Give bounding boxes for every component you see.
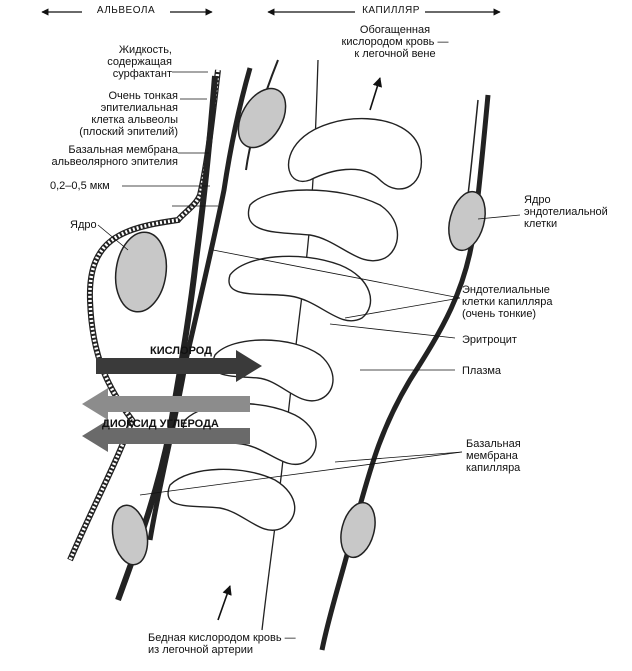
erythrocyte-3 bbox=[228, 255, 372, 322]
label-basal-membrane-alveolar: Базальная мембрана альвеолярного эпители… bbox=[51, 144, 178, 168]
erythrocyte-2 bbox=[247, 189, 399, 262]
endothelial-nucleus-bottom-right bbox=[340, 501, 376, 559]
endothelial-nucleus-top bbox=[237, 87, 287, 149]
label-endothelial-cells: Эндотелиальные клетки капилляра (очень т… bbox=[462, 284, 553, 320]
co2-arrow-2 bbox=[82, 420, 250, 452]
label-oxygen: КИСЛОРОД bbox=[150, 345, 213, 357]
label-epithelial-cell: Очень тонкая эпителиальная клетка альвео… bbox=[79, 90, 178, 138]
label-endothelial-nucleus: Ядро эндотелиальной клетки bbox=[524, 194, 608, 230]
endothelial-nucleus-right bbox=[448, 190, 486, 252]
endothelial-nucleus-bottom-left bbox=[111, 504, 149, 566]
label-plasma: Плазма bbox=[462, 365, 502, 377]
header-alveola: АЛЬВЕОЛА bbox=[96, 5, 156, 16]
nuclei bbox=[111, 87, 486, 566]
label-oxygen-poor-blood: Бедная кислородом кровь — из легочной ар… bbox=[148, 632, 296, 656]
label-carbon-dioxide: ДИОКСИД УГЛЕРОДА bbox=[102, 418, 219, 430]
oxygen-arrow bbox=[96, 350, 262, 382]
erythrocyte-6 bbox=[167, 468, 296, 531]
alveolar-nucleus bbox=[114, 231, 168, 313]
header-capillary: КАПИЛЛЯР bbox=[362, 5, 420, 16]
label-thickness: 0,2–0,5 мкм bbox=[50, 180, 110, 192]
leader-lines bbox=[97, 71, 521, 496]
co2-arrow-1 bbox=[82, 388, 250, 420]
label-oxygen-rich-blood: Обогащенная кислородом кровь — к легочно… bbox=[341, 24, 449, 60]
label-fluid-surfactant: Жидкость, содержащая сурфактант bbox=[107, 44, 172, 80]
label-basal-membrane-capillary: Базальная мембрана капилляра bbox=[466, 438, 521, 474]
label-erythrocyte: Эритроцит bbox=[462, 334, 517, 346]
erythrocytes bbox=[167, 117, 423, 531]
blood-flow-arrows bbox=[217, 77, 383, 621]
erythrocyte-1 bbox=[287, 117, 423, 190]
gas-arrows bbox=[82, 350, 262, 452]
label-nucleus: Ядро bbox=[70, 219, 97, 231]
